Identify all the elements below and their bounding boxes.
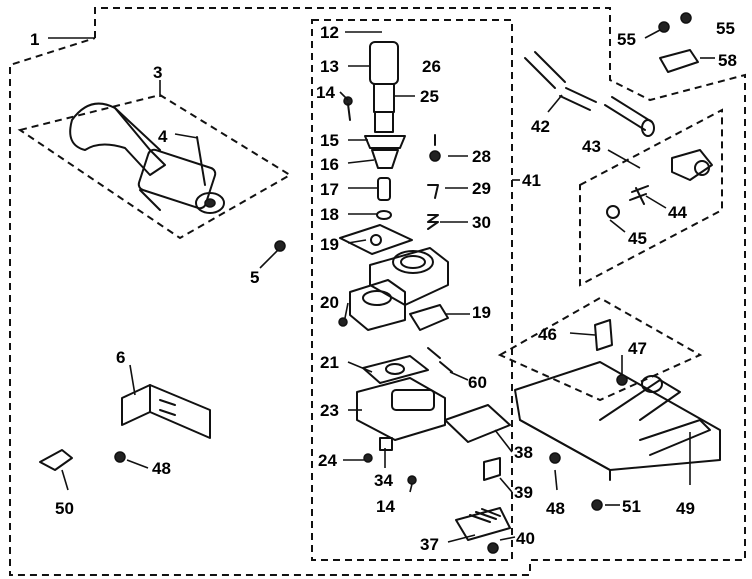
outer-assembly-boundary [9,7,746,576]
callout-19-left: 19 [320,235,339,254]
callout-44: 44 [668,203,687,222]
callout-49: 49 [676,499,695,518]
part-valve-body [338,134,449,331]
part-burner [69,102,286,252]
callout-12: 12 [320,23,339,42]
part-bracket [514,319,721,511]
callout-26: 26 [422,57,441,76]
callout-48-right: 48 [546,499,565,518]
callout-29: 29 [472,179,491,198]
part-tube [524,51,655,137]
callout-28: 28 [472,147,491,166]
leader-lines [48,29,715,543]
callout-4: 4 [158,127,168,146]
callout-45: 45 [628,229,647,248]
callout-40: 40 [516,529,535,548]
part-lower-valve [356,347,511,554]
callout-20: 20 [320,293,339,312]
callout-16: 16 [320,155,339,174]
callout-19-right: 19 [472,303,491,322]
callout-labels: 1 3 4 5 6 12 13 14 15 16 17 18 19 20 21 … [30,19,737,554]
callout-5: 5 [250,268,259,287]
callout-3: 3 [153,63,162,82]
callout-38: 38 [514,443,533,462]
callout-48-left: 48 [152,459,171,478]
part-electrode-bracket [39,384,211,471]
callout-25: 25 [420,87,439,106]
callout-46: 46 [538,325,557,344]
part-small-clamp [658,12,699,73]
callout-42: 42 [531,117,550,136]
callout-21: 21 [320,353,339,372]
callout-24: 24 [318,451,337,470]
callout-18: 18 [320,205,339,224]
callout-1: 1 [30,30,39,49]
callout-51: 51 [622,497,641,516]
callout-58: 58 [718,51,737,70]
bracket-group-boundary [497,296,703,402]
callout-41: 41 [522,171,541,190]
burner-group-boundary [17,93,292,240]
callout-39: 39 [514,483,533,502]
part-connector [606,149,713,219]
callout-47: 47 [628,339,647,358]
callout-6: 6 [116,348,125,367]
callout-15: 15 [320,131,339,150]
callout-23: 23 [320,401,339,420]
callout-43: 43 [582,137,601,156]
callout-14-lower: 14 [376,497,395,516]
callout-55-right: 55 [716,19,735,38]
connector-group-boundary [579,108,723,287]
callout-55-left: 55 [617,30,636,49]
callout-17: 17 [320,180,339,199]
callout-37: 37 [420,535,439,554]
callout-30: 30 [472,213,491,232]
callout-13: 13 [320,57,339,76]
part-valve-stack [339,41,413,255]
callout-34: 34 [374,471,393,490]
callout-50: 50 [55,499,74,518]
valve-group-boundary [311,19,513,561]
callout-14-upper: 14 [316,83,335,102]
callout-60: 60 [468,373,487,392]
